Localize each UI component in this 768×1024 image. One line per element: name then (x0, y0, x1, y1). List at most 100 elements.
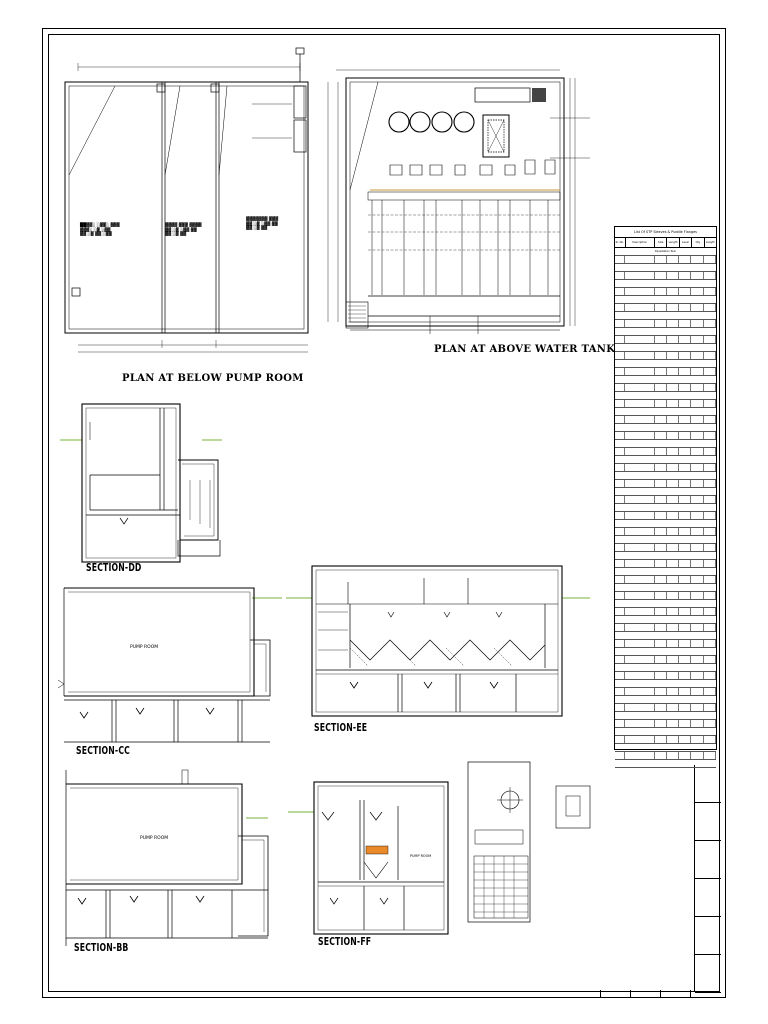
schedule-cell (625, 400, 655, 407)
schedule-cell (655, 352, 667, 359)
schedule-cell (691, 672, 704, 679)
schedule-row (615, 576, 717, 584)
schedule-cell (625, 752, 655, 759)
schedule-cell (679, 656, 692, 663)
schedule-cell (704, 720, 717, 727)
schedule-cell (655, 480, 667, 487)
title-section-bb: SECTION-BB (74, 942, 129, 954)
schedule-cell (615, 352, 626, 359)
schedule-cell (655, 368, 667, 375)
schedule-group-row (615, 568, 716, 576)
schedule-cell (691, 496, 704, 503)
schedule-cell (679, 256, 692, 263)
schedule-cell (655, 384, 667, 391)
schedule-col-level: Level (680, 238, 693, 247)
schedule-cell (655, 272, 667, 279)
schedule-cell (615, 592, 626, 599)
schedule-group-row (615, 280, 716, 288)
schedule-row (615, 288, 717, 296)
schedule-cell (679, 368, 692, 375)
schedule-row (615, 688, 717, 696)
schedule-cell (704, 576, 717, 583)
schedule-cell (691, 640, 704, 647)
title-block-strip (694, 765, 721, 993)
schedule-cell (625, 704, 655, 711)
schedule-cell (615, 304, 626, 311)
schedule-cell (667, 272, 680, 279)
schedule-cell (625, 272, 655, 279)
schedule-cell (667, 736, 680, 743)
schedule-row (615, 528, 717, 536)
drawing-inner-border (48, 34, 720, 992)
schedule-cell (691, 416, 704, 423)
schedule-cell (625, 480, 655, 487)
schedule-group-row (615, 584, 716, 592)
plan-below-pump-room (64, 47, 309, 353)
schedule-group-row (615, 616, 716, 624)
schedule-cell (667, 544, 680, 551)
schedule-cell (625, 384, 655, 391)
schedule-cell (615, 608, 626, 615)
schedule-cell (704, 320, 717, 327)
schedule-cell (625, 688, 655, 695)
schedule-cell (691, 736, 704, 743)
label-pump-room-bb: PUMP ROOM (140, 836, 169, 841)
schedule-row (615, 720, 717, 728)
schedule-cell (655, 736, 667, 743)
schedule-cell (667, 592, 680, 599)
schedule-cell (615, 400, 626, 407)
schedule-cell (704, 400, 717, 407)
schedule-row (615, 448, 717, 456)
schedule-cell (691, 512, 704, 519)
schedule-cell (704, 688, 717, 695)
schedule-row (615, 320, 717, 328)
schedule-cell (667, 400, 680, 407)
schedule-cell (691, 432, 704, 439)
schedule-cell (667, 304, 680, 311)
schedule-cell (625, 320, 655, 327)
schedule-group-row (615, 520, 716, 528)
schedule-cell (691, 304, 704, 311)
title-section-ee: SECTION-EE (314, 722, 368, 734)
schedule-group-row (615, 344, 716, 352)
schedule-group-row (615, 440, 716, 448)
schedule-cell (691, 480, 704, 487)
schedule-cell (655, 320, 667, 327)
schedule-cell (679, 320, 692, 327)
schedule-cell (704, 416, 717, 423)
schedule-row (615, 304, 717, 312)
schedule-cell (667, 288, 680, 295)
schedule-cell (691, 464, 704, 471)
schedule-cell (655, 592, 667, 599)
label-pump-room-cc: PUMP ROOM (130, 645, 159, 650)
schedule-group-row (615, 312, 716, 320)
schedule-cell (615, 384, 626, 391)
schedule-cell (625, 576, 655, 583)
schedule-cell (679, 672, 692, 679)
schedule-cell (667, 352, 680, 359)
schedule-cell (615, 288, 626, 295)
schedule-cell (615, 368, 626, 375)
schedule-cell (655, 608, 667, 615)
schedule-group-row (615, 264, 716, 272)
sleeve-schedule-table: List Of STP Sleeves & Puddle Flanges Sl.… (614, 226, 717, 768)
title-plan-above: PLAN AT ABOVE WATER TANK (434, 344, 616, 355)
schedule-cell (679, 608, 692, 615)
schedule-cell (691, 320, 704, 327)
schedule-cell (679, 704, 692, 711)
schedule-cell (615, 736, 626, 743)
schedule-cell (679, 720, 692, 727)
schedule-cell (679, 480, 692, 487)
schedule-cell (615, 464, 626, 471)
schedule-group-row (615, 744, 716, 752)
schedule-cell (704, 464, 717, 471)
schedule-cell (691, 256, 704, 263)
schedule-cell (667, 384, 680, 391)
schedule-row (615, 560, 717, 568)
schedule-body (615, 256, 717, 768)
schedule-cell (615, 512, 626, 519)
schedule-cell (667, 416, 680, 423)
schedule-cell (625, 544, 655, 551)
schedule-cell (625, 352, 655, 359)
note-tank-1: ██▓▓░ ░▓▓░ ▓▓▓▓▓▓░ ░▓ ░▓▓▓▓ ░▓ ▓▓ ░▓▓ (80, 222, 120, 237)
